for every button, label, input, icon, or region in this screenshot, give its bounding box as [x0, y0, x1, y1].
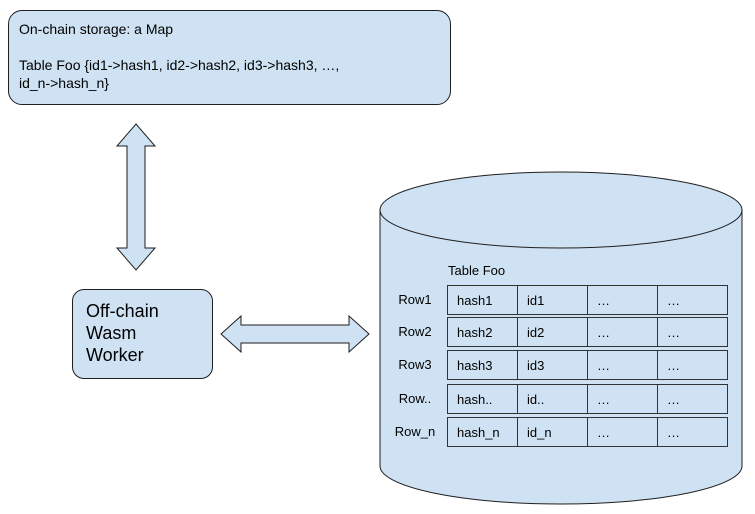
table-cell: hash3 — [447, 350, 518, 380]
table-cell: hash.. — [447, 384, 518, 414]
table-cell: hash1 — [447, 285, 518, 315]
worker-line-3: Worker — [86, 345, 144, 365]
worker-line-2: Wasm — [86, 323, 137, 343]
table-cell: … — [657, 417, 728, 447]
table-cell: … — [657, 384, 728, 414]
row-label: Row1 — [398, 292, 432, 307]
table-cell: … — [657, 317, 728, 347]
table-cell: … — [587, 384, 658, 414]
table-cell: id_n — [517, 417, 588, 447]
table-cell: hash2 — [447, 317, 518, 347]
table-cell: hash_n — [447, 417, 518, 447]
vertical-double-arrow — [115, 123, 157, 271]
table-cell: … — [587, 417, 658, 447]
table-cell: … — [657, 350, 728, 380]
row-label: Row.. — [398, 391, 432, 406]
table-cell: id3 — [517, 350, 588, 380]
table-cell: … — [587, 350, 658, 380]
onchain-map-line-1: Table Foo {id1->hash1, id2->hash2, id3->… — [19, 57, 340, 73]
blank-line — [19, 38, 440, 56]
table-title: Table Foo — [448, 263, 506, 278]
row-label: Row_n — [394, 424, 436, 439]
horizontal-double-arrow — [220, 314, 370, 354]
row-label: Row3 — [398, 357, 432, 372]
onchain-storage-box: On-chain storage: a Map Table Foo {id1->… — [8, 10, 451, 105]
worker-line-1: Off-chain — [86, 301, 159, 321]
table-cell: id1 — [517, 285, 588, 315]
table-cell: … — [657, 285, 728, 315]
table-cell: … — [587, 285, 658, 315]
table-cell: id2 — [517, 317, 588, 347]
onchain-title: On-chain storage: a Map — [19, 21, 174, 37]
table-cell: id.. — [517, 384, 588, 414]
offchain-worker-box: Off-chain Wasm Worker — [72, 289, 213, 379]
onchain-map-line-2: id_n->hash_n} — [19, 75, 109, 91]
table-cell: … — [587, 317, 658, 347]
row-label: Row2 — [398, 324, 432, 339]
